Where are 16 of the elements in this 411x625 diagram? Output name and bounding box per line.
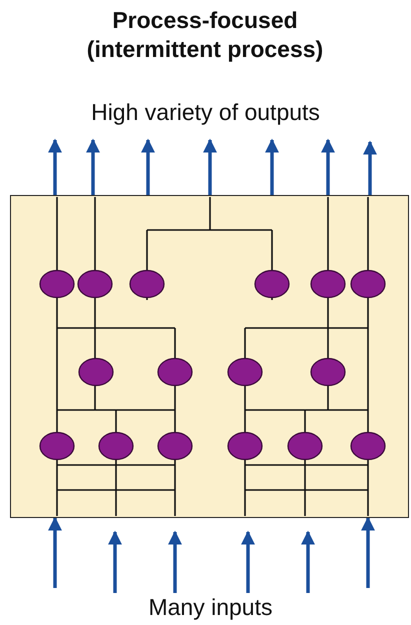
arrow	[108, 530, 122, 593]
arrow	[301, 530, 315, 593]
arrow	[168, 530, 182, 593]
inputs-label: Many inputs	[40, 593, 381, 621]
arrow	[363, 140, 377, 195]
diagram-title: Process-focused (intermittent process)	[86, 6, 324, 64]
arrow	[241, 530, 255, 593]
arrow	[48, 138, 62, 195]
arrow	[48, 516, 62, 588]
arrow	[141, 138, 155, 195]
arrow	[321, 138, 335, 195]
outputs-label: High variety of outputs	[70, 98, 341, 126]
arrow	[361, 516, 375, 588]
arrow	[86, 138, 100, 195]
arrow	[203, 138, 217, 195]
arrow	[265, 138, 279, 195]
